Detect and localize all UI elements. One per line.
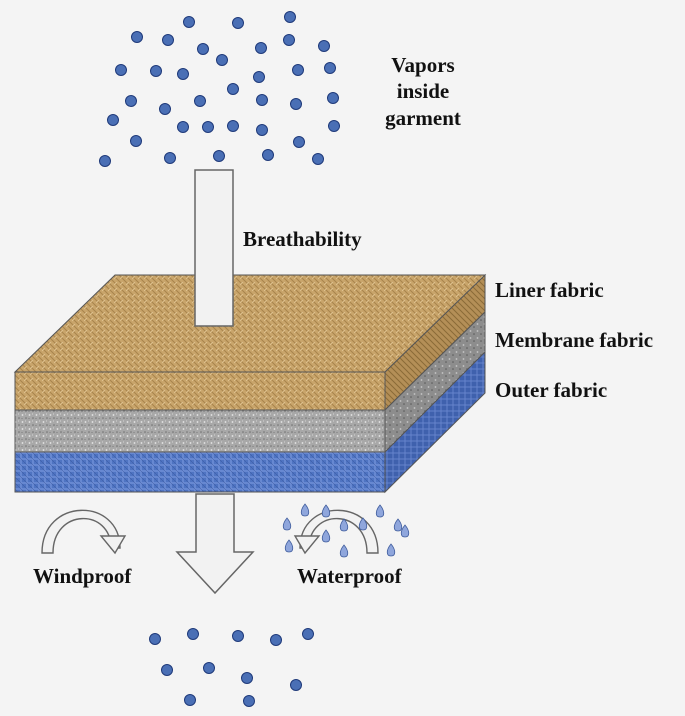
water-droplet-icon xyxy=(321,504,331,518)
outer-front-face xyxy=(14,451,386,493)
vapor-dot xyxy=(255,42,267,54)
vapor-dot xyxy=(256,94,268,106)
vapor-dot xyxy=(197,43,209,55)
vapor-dot xyxy=(324,62,336,74)
water-droplet-icon xyxy=(375,504,385,518)
vapor-dot xyxy=(293,136,305,148)
vapor-dots-bottom xyxy=(149,628,314,707)
vapor-dot xyxy=(328,120,340,132)
water-droplet-icon xyxy=(284,539,294,553)
vapor-dot xyxy=(213,150,225,162)
vapor-dot xyxy=(290,98,302,110)
vapor-dot xyxy=(241,672,253,684)
outer-fabric-label: Outer fabric xyxy=(495,378,608,402)
vapor-dot xyxy=(262,149,274,161)
vapors-label-line-1: Vapors xyxy=(391,53,455,77)
vapor-dots-top xyxy=(99,11,340,167)
water-droplet-icon xyxy=(282,517,292,531)
vapor-dot xyxy=(256,124,268,136)
vapor-dot xyxy=(130,135,142,147)
water-droplet-icon xyxy=(339,518,349,532)
vapor-dot xyxy=(227,120,239,132)
vapor-dot xyxy=(203,662,215,674)
vapor-dot xyxy=(243,695,255,707)
vapor-dot xyxy=(194,95,206,107)
windproof-curved-arrow-icon xyxy=(41,509,127,555)
liner-front-face xyxy=(14,371,386,411)
vapor-dot xyxy=(283,34,295,46)
vapors-label-line-3: garment xyxy=(385,105,461,130)
vapor-dot xyxy=(232,630,244,642)
vapor-dot xyxy=(177,68,189,80)
water-droplet-icon xyxy=(400,524,410,538)
vapor-dot xyxy=(150,65,162,77)
vapor-dot xyxy=(232,17,244,29)
vapor-dot xyxy=(284,11,296,23)
vapor-dot xyxy=(125,95,137,107)
fabric-stack xyxy=(13,273,487,494)
vapor-dot xyxy=(161,664,173,676)
vapor-dot xyxy=(216,54,228,66)
vapors-label: Vapors inside garment xyxy=(378,52,468,131)
vapor-dot xyxy=(290,679,302,691)
vapor-dot xyxy=(115,64,127,76)
vapor-dot xyxy=(177,121,189,133)
vapor-dot xyxy=(159,103,171,115)
down-arrow xyxy=(175,493,255,595)
vapor-dot xyxy=(227,83,239,95)
vapor-dot xyxy=(183,16,195,28)
vapor-dot xyxy=(253,71,265,83)
vapor-dot xyxy=(292,64,304,76)
vapor-dot xyxy=(202,121,214,133)
water-droplet-icon xyxy=(393,518,403,532)
water-droplet-icon xyxy=(358,517,368,531)
vapor-dot xyxy=(270,634,282,646)
membrane-front-face xyxy=(14,409,386,453)
vapor-dot xyxy=(131,31,143,43)
water-droplets xyxy=(282,503,410,558)
vapor-dot xyxy=(149,633,161,645)
vapor-dot xyxy=(164,152,176,164)
windproof-label: Windproof xyxy=(33,564,132,588)
breathability-column xyxy=(194,169,234,327)
vapor-dot xyxy=(99,155,111,167)
water-droplet-icon xyxy=(300,503,310,517)
water-droplet-icon xyxy=(386,543,396,557)
vapors-label-line-2: inside xyxy=(396,79,450,104)
vapor-dot xyxy=(327,92,339,104)
water-droplet-icon xyxy=(339,544,349,558)
breathability-label: Breathability xyxy=(243,227,362,251)
waterproof-curved-arrow-icon xyxy=(293,509,379,555)
vapor-dot xyxy=(312,153,324,165)
vapor-dot xyxy=(302,628,314,640)
membrane-fabric-label: Membrane fabric xyxy=(495,328,654,352)
vapor-dot xyxy=(187,628,199,640)
vapor-dot xyxy=(162,34,174,46)
waterproof-label: Waterproof xyxy=(297,564,402,588)
vapor-dot xyxy=(107,114,119,126)
vapor-dot xyxy=(318,40,330,52)
water-droplet-icon xyxy=(321,529,331,543)
liner-fabric-label: Liner fabric xyxy=(495,278,604,302)
vapor-dot xyxy=(184,694,196,706)
